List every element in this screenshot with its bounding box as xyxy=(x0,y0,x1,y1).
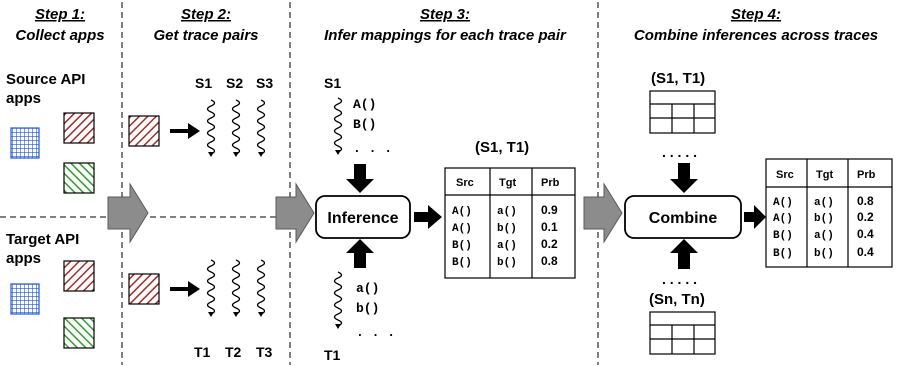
step4-cell: 0.8 xyxy=(857,194,874,208)
step2-subtitle: Get trace pairs xyxy=(153,27,258,44)
step1-title: Step 1: xyxy=(35,6,85,23)
step3-cell: a() xyxy=(497,240,517,252)
step4-header-prb: Prb xyxy=(857,169,876,181)
step3-cell: b() xyxy=(497,257,517,269)
source-apps-label-2: apps xyxy=(6,90,41,107)
step4-cell: B() xyxy=(773,230,793,242)
big-arrow-1 xyxy=(107,182,149,244)
target-app-icon-green xyxy=(63,317,95,349)
target-apps-label-1: Target API xyxy=(6,231,79,248)
step3-header-tgt: Tgt xyxy=(499,177,516,189)
step4-up-arrow xyxy=(670,239,698,269)
trace-label-t2: T2 xyxy=(225,344,242,360)
step3-mapping-table: Src Tgt Prb A() a() 0.9 A() b() 0.1 B() … xyxy=(444,167,576,279)
step2-source-app-icon xyxy=(128,115,160,147)
step4-bottom-mini-table xyxy=(649,311,716,355)
step3-cell: A() xyxy=(452,206,472,218)
step2-traces: S1 S2 S3 T1 T2 T3 xyxy=(128,75,273,360)
step2-target-arrow xyxy=(170,281,200,297)
step-headers: Step 1: Collect apps Step 2: Get trace p… xyxy=(15,6,878,44)
step3-cell: 0.9 xyxy=(541,203,558,217)
step3-cell: B() xyxy=(452,257,472,269)
step3-cell: B() xyxy=(452,240,472,252)
step3-source-trace-label: S1 xyxy=(324,75,341,91)
step3-cell: 0.8 xyxy=(541,254,558,268)
step4-cell: A() xyxy=(773,213,793,225)
step3-target-call-1: a() xyxy=(356,281,379,296)
trace-label-t1: T1 xyxy=(194,344,211,360)
trace-label-s2: S2 xyxy=(226,75,243,91)
step3-cell: 0.2 xyxy=(541,237,558,251)
trace-label-s3: S3 xyxy=(256,75,273,91)
step2-title: Step 2: xyxy=(181,6,231,23)
step3-header-src: Src xyxy=(456,177,474,189)
step4-cell: a() xyxy=(814,197,834,209)
step4-top-pair-label: (S1, T1) xyxy=(651,70,705,87)
step3-source-call-2: B() xyxy=(353,117,376,132)
step2-source-arrow xyxy=(170,123,200,139)
step4-header-tgt: Tgt xyxy=(816,169,833,181)
step3-header-prb: Prb xyxy=(541,177,560,189)
step3-cell: 0.1 xyxy=(541,220,558,234)
step4-title: Step 4: xyxy=(731,6,781,23)
combine-label: Combine xyxy=(649,210,718,227)
step4-cell: a() xyxy=(814,230,834,242)
combine-box xyxy=(624,195,742,239)
step4-top-mini-table xyxy=(649,90,716,134)
step3-title: Step 3: xyxy=(420,6,470,23)
source-app-icon-blue xyxy=(10,127,40,159)
step3-pair-label: (S1, T1) xyxy=(475,139,529,156)
step3-source-call-3: . . . xyxy=(353,141,392,156)
step3-right-arrow xyxy=(414,205,442,229)
big-arrows xyxy=(107,182,623,244)
step4-header-src: Src xyxy=(776,169,794,181)
step3-target-call-3: . . . xyxy=(356,325,395,340)
inference-box xyxy=(315,195,411,239)
target-app-icon-blue xyxy=(10,283,40,315)
step4-cell: 0.4 xyxy=(857,245,874,259)
column-dividers xyxy=(121,2,599,365)
step3-target-call-2: b() xyxy=(356,301,379,316)
trace-label-t3: T3 xyxy=(256,344,273,360)
step3-cell: b() xyxy=(497,223,517,235)
step1-apps: Source API apps Target API apps xyxy=(6,71,95,349)
step4-bottom-dots: . . . . . xyxy=(662,271,697,287)
step4-subtitle: Combine inferences across traces xyxy=(634,27,878,44)
step2-target-app-icon xyxy=(128,273,160,305)
step4-cell: A() xyxy=(773,197,793,209)
step3: S1 A() B() . . . Inference a() b() . . .… xyxy=(315,75,576,363)
step3-target-trace-label: T1 xyxy=(324,347,341,363)
step4-cell: b() xyxy=(814,213,834,225)
step4-cell: 0.4 xyxy=(857,227,874,241)
step4-right-arrow xyxy=(744,205,766,229)
source-app-icon-green xyxy=(63,162,95,194)
step4-cell: 0.2 xyxy=(857,210,874,224)
step3-cell: A() xyxy=(452,223,472,235)
step4-cell: b() xyxy=(814,248,834,260)
step4: (S1, T1) . . . . . Combine . . . . . (Sn… xyxy=(624,70,893,355)
step3-down-arrow xyxy=(346,164,374,193)
step1-subtitle: Collect apps xyxy=(15,27,104,44)
step4-bottom-pair-label: (Sn, Tn) xyxy=(649,291,705,308)
inference-label: Inference xyxy=(327,210,398,227)
step4-top-dots: . . . . . xyxy=(662,144,697,160)
step3-subtitle: Infer mappings for each trace pair xyxy=(324,27,567,44)
source-app-icon-red xyxy=(63,112,95,144)
step4-cell: B() xyxy=(773,248,793,260)
source-apps-label-1: Source API xyxy=(6,71,85,88)
target-app-icon-red xyxy=(63,260,95,292)
step3-source-call-1: A() xyxy=(353,97,376,112)
step4-combined-table: Src Tgt Prb A() a() 0.8 A() b() 0.2 B() … xyxy=(765,158,893,268)
big-arrow-3 xyxy=(583,182,623,244)
step4-down-arrow xyxy=(670,163,698,193)
step3-up-arrow xyxy=(346,239,374,268)
target-apps-label-2: apps xyxy=(6,250,41,267)
big-arrow-2 xyxy=(275,182,315,244)
step3-cell: a() xyxy=(497,206,517,218)
trace-label-s1: S1 xyxy=(195,75,212,91)
